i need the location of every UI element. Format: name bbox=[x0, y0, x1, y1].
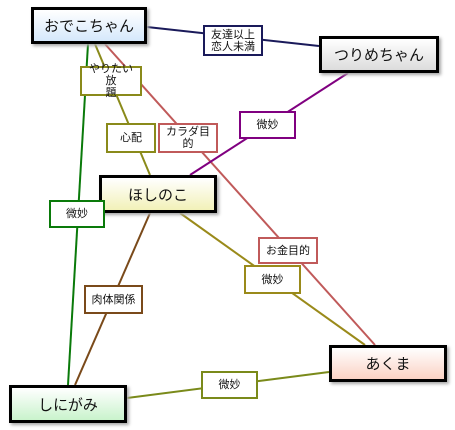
edge-label-bimyo-shinigami: 微妙 bbox=[49, 200, 105, 228]
edge-label-yaritai: やりたい放 題 bbox=[80, 63, 142, 99]
node-odeko[interactable]: おでこちゃん bbox=[31, 7, 147, 44]
edge-label-shinpai: 心配 bbox=[106, 123, 156, 153]
edge-label-tomodachi: 友達以上 恋人未満 bbox=[203, 25, 263, 56]
edge-label-okane: お金目的 bbox=[258, 237, 318, 264]
edge-label-bimyo-bottom: 微妙 bbox=[201, 371, 258, 399]
node-hoshinoko[interactable]: ほしのこ bbox=[99, 175, 217, 213]
edge-label-bimyo-tsurime: 微妙 bbox=[239, 111, 296, 139]
node-shinigami[interactable]: しにがみ bbox=[9, 385, 127, 423]
node-tsurime[interactable]: つりめちゃん bbox=[319, 36, 439, 73]
node-akuma[interactable]: あくま bbox=[329, 345, 447, 382]
edge-label-karada: カラダ目的 bbox=[158, 123, 218, 153]
edge-odeko-hoshinoko-yellow bbox=[94, 43, 151, 176]
edge-label-nikutai: 肉体関係 bbox=[84, 285, 143, 314]
edge-odeko-akuma bbox=[104, 43, 376, 346]
edge-label-bimyo-akuma: 微妙 bbox=[244, 265, 301, 294]
